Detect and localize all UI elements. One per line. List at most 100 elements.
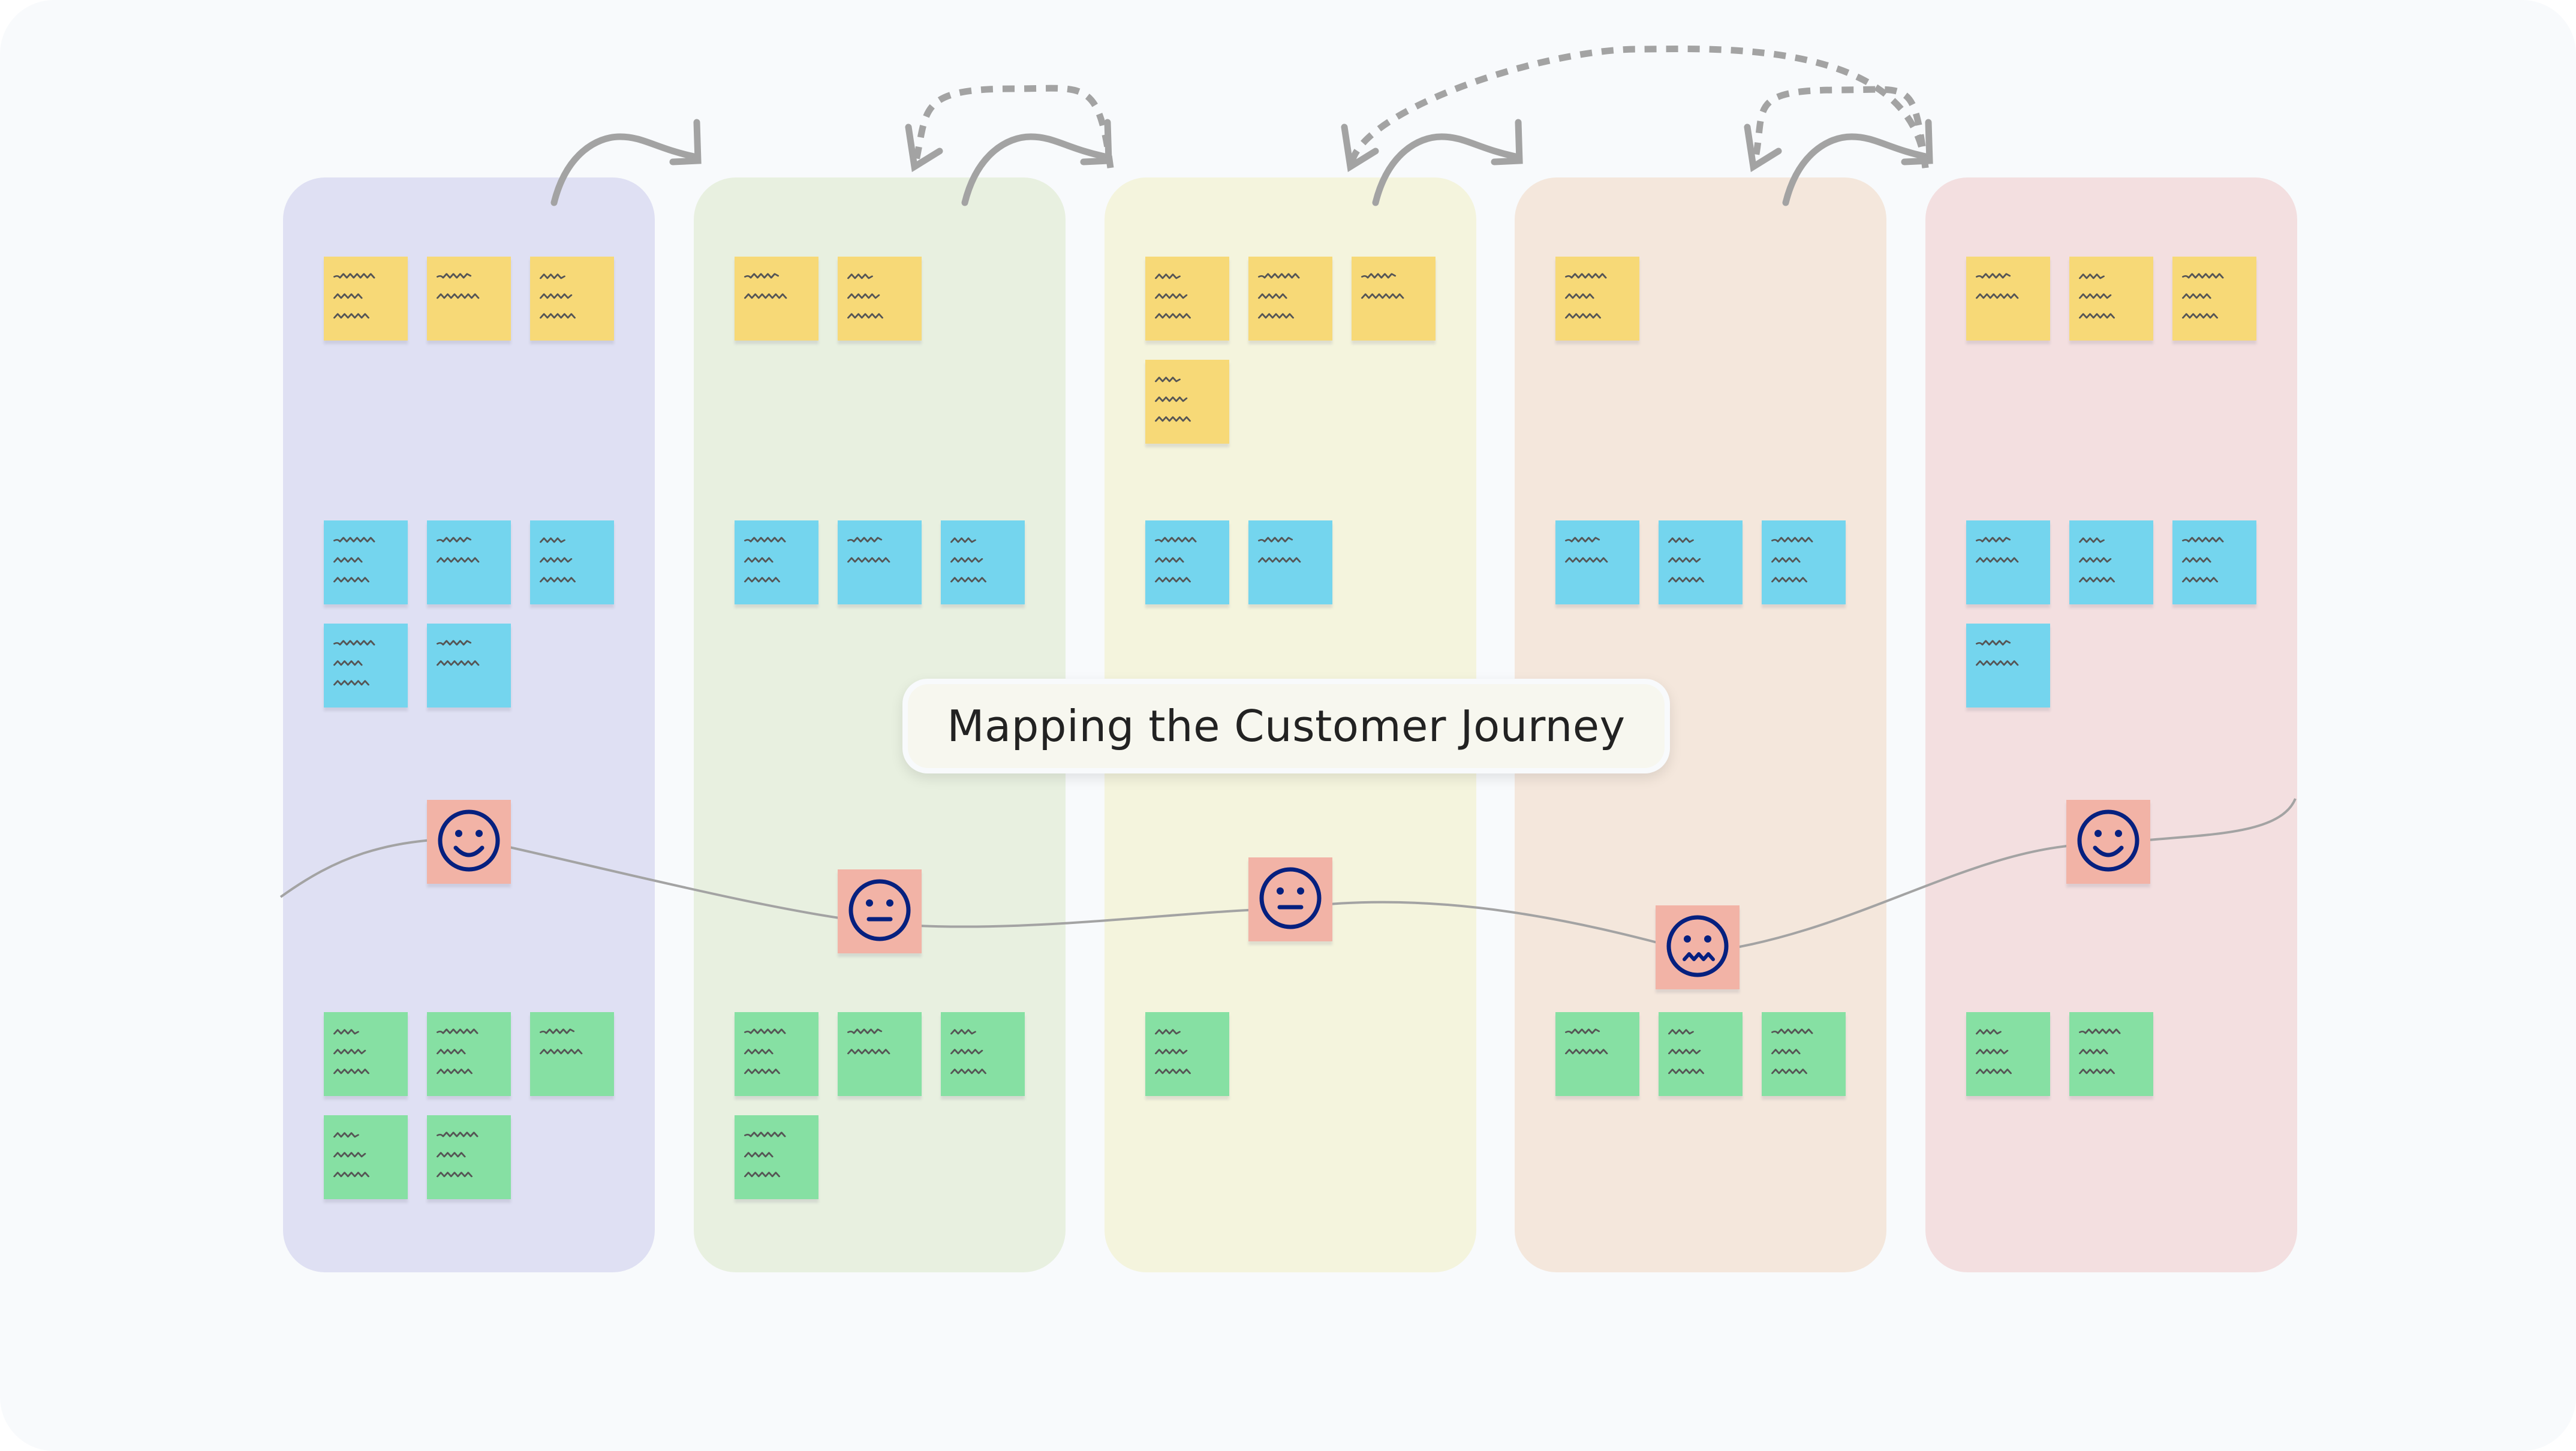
blue-sticky-note[interactable] <box>735 520 818 604</box>
green-sticky-note[interactable] <box>2069 1012 2153 1096</box>
blue-sticky-note[interactable] <box>1966 520 2050 604</box>
handwritten-scribble <box>1975 640 2019 666</box>
emotion-sticky-neutral[interactable] <box>838 869 922 953</box>
blue-sticky-note[interactable] <box>324 520 408 604</box>
handwritten-scribble <box>436 640 480 666</box>
yellow-sticky-note[interactable] <box>427 257 511 341</box>
handwritten-scribble <box>847 1028 890 1055</box>
green-sticky-note[interactable] <box>1966 1012 2050 1096</box>
yellow-sticky-note[interactable] <box>838 257 922 341</box>
handwritten-scribble <box>744 537 786 583</box>
green-sticky-note[interactable] <box>735 1115 818 1199</box>
handwritten-scribble <box>2181 273 2224 319</box>
handwritten-scribble <box>1361 273 1404 299</box>
green-sticky-note[interactable] <box>427 1012 511 1096</box>
handwritten-scribble <box>1564 273 1607 319</box>
green-sticky-note[interactable] <box>427 1115 511 1199</box>
handwritten-scribble <box>436 1131 479 1178</box>
title-card-inner <box>908 684 1665 768</box>
handwritten-scribble <box>847 537 890 563</box>
handwritten-scribble <box>1257 537 1301 563</box>
board-title: Mapping the Customer Journey <box>947 701 1626 751</box>
handwritten-scribble <box>1154 1029 1191 1074</box>
emotion-sticky-worried[interactable] <box>1656 905 1740 989</box>
handwritten-scribble <box>1668 1029 1705 1074</box>
blue-sticky-note[interactable] <box>1762 520 1846 604</box>
green-sticky-note[interactable] <box>941 1012 1025 1096</box>
handwritten-scribble <box>1771 1028 1813 1074</box>
handwritten-scribble <box>744 1028 786 1074</box>
handwritten-scribble <box>333 537 375 583</box>
neutral-face-icon <box>848 879 911 941</box>
blue-sticky-note[interactable] <box>530 520 614 604</box>
green-sticky-note[interactable] <box>1659 1012 1743 1096</box>
yellow-sticky-note[interactable] <box>1248 257 1332 341</box>
title-card[interactable]: Mapping the Customer Journey <box>902 679 1670 773</box>
handwritten-scribble <box>950 1029 987 1074</box>
blue-sticky-note[interactable] <box>2172 520 2256 604</box>
blue-sticky-note[interactable] <box>1659 520 1743 604</box>
worried-face-icon <box>1666 915 1729 977</box>
emotion-sticky-happy[interactable] <box>427 800 511 884</box>
blue-sticky-note[interactable] <box>2069 520 2153 604</box>
green-sticky-note[interactable] <box>324 1115 408 1199</box>
green-sticky-note[interactable] <box>1145 1012 1229 1096</box>
green-sticky-note[interactable] <box>838 1012 922 1096</box>
handwritten-scribble <box>847 273 884 319</box>
yellow-sticky-note[interactable] <box>1145 257 1229 341</box>
handwritten-scribble <box>1564 537 1608 563</box>
handwritten-scribble <box>333 273 375 319</box>
handwritten-scribble <box>436 273 480 299</box>
neutral-face-icon <box>1259 867 1322 929</box>
handwritten-scribble <box>1975 273 2019 299</box>
blue-sticky-note[interactable] <box>427 624 511 708</box>
handwritten-scribble <box>1975 537 2019 563</box>
blue-sticky-note[interactable] <box>941 520 1025 604</box>
handwritten-scribble <box>333 640 375 686</box>
handwritten-scribble <box>539 273 576 319</box>
emotion-sticky-happy[interactable] <box>2066 800 2150 884</box>
handwritten-scribble <box>1257 273 1300 319</box>
handwritten-scribble <box>2078 1028 2121 1074</box>
blue-sticky-note[interactable] <box>1145 520 1229 604</box>
blue-sticky-note[interactable] <box>427 520 511 604</box>
handwritten-scribble <box>539 537 576 583</box>
blue-sticky-note[interactable] <box>1248 520 1332 604</box>
handwritten-scribble <box>333 1029 370 1074</box>
yellow-sticky-note[interactable] <box>2172 257 2256 341</box>
yellow-sticky-note[interactable] <box>2069 257 2153 341</box>
yellow-sticky-note[interactable] <box>1966 257 2050 341</box>
green-sticky-note[interactable] <box>1555 1012 1639 1096</box>
yellow-sticky-note[interactable] <box>735 257 818 341</box>
yellow-sticky-note[interactable] <box>1145 360 1229 444</box>
handwritten-scribble <box>539 1028 583 1055</box>
yellow-sticky-note[interactable] <box>324 257 408 341</box>
handwritten-scribble <box>2078 537 2115 583</box>
handwritten-scribble <box>744 1131 786 1178</box>
handwritten-scribble <box>1564 1028 1608 1055</box>
yellow-sticky-note[interactable] <box>530 257 614 341</box>
blue-sticky-note[interactable] <box>1966 624 2050 708</box>
yellow-sticky-note[interactable] <box>1352 257 1436 341</box>
yellow-sticky-note[interactable] <box>1555 257 1639 341</box>
lane-stage-5[interactable] <box>1925 177 2297 1272</box>
green-sticky-note[interactable] <box>735 1012 818 1096</box>
green-sticky-note[interactable] <box>1762 1012 1846 1096</box>
handwritten-scribble <box>333 1132 370 1178</box>
handwritten-scribble <box>1975 1029 2012 1074</box>
handwritten-scribble <box>1771 537 1813 583</box>
handwritten-scribble <box>1154 273 1191 319</box>
blue-sticky-note[interactable] <box>324 624 408 708</box>
green-sticky-note[interactable] <box>324 1012 408 1096</box>
handwritten-scribble <box>744 273 787 299</box>
blue-sticky-note[interactable] <box>1555 520 1639 604</box>
emotion-sticky-neutral[interactable] <box>1248 857 1332 941</box>
handwritten-scribble <box>436 1028 479 1074</box>
blue-sticky-note[interactable] <box>838 520 922 604</box>
happy-face-icon <box>438 809 500 872</box>
handwritten-scribble <box>950 537 987 583</box>
handwritten-scribble <box>436 537 480 563</box>
lane-stage-1[interactable] <box>283 177 655 1272</box>
happy-face-icon <box>2077 809 2139 872</box>
green-sticky-note[interactable] <box>530 1012 614 1096</box>
